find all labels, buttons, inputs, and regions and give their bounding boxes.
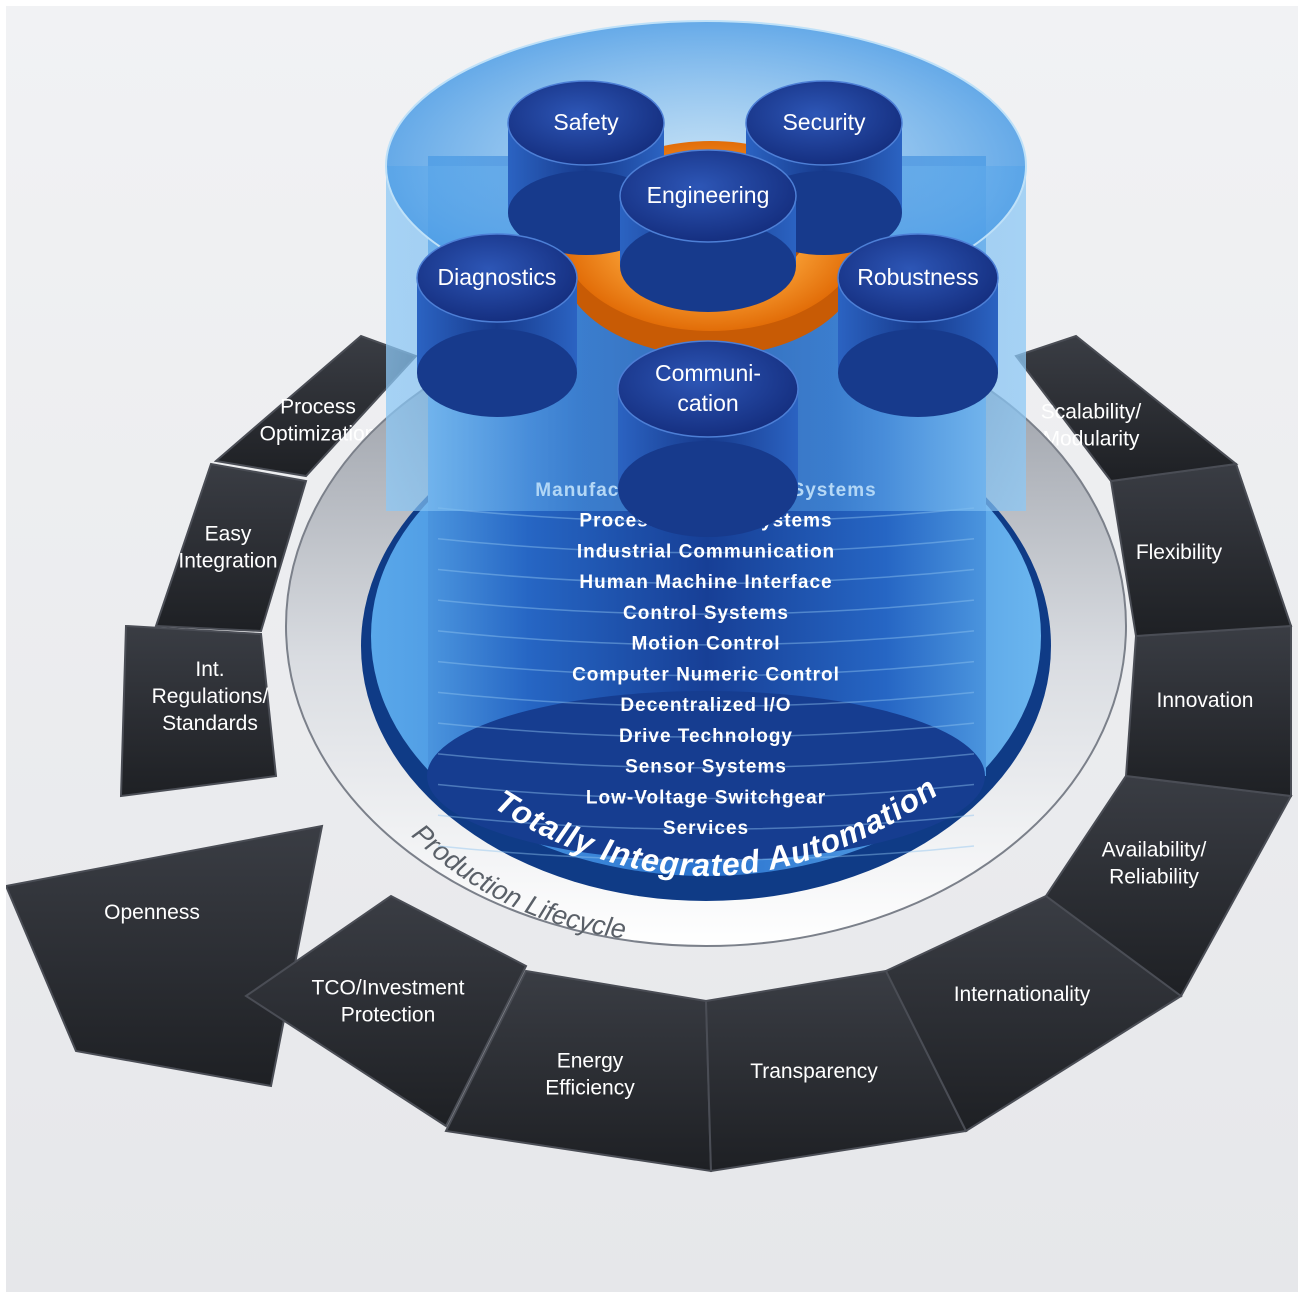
segment-label: Scalability/Modularity	[1041, 401, 1142, 451]
segment-label-line: Process	[280, 396, 356, 419]
segment-tile	[244, 894, 528, 1128]
pillar-label: Communi-cation	[655, 360, 761, 416]
segment-openness: Openness	[6, 824, 324, 1088]
layer-label: Human Machine Interface	[579, 572, 832, 593]
segment-label: Openness	[104, 901, 200, 924]
pillar-label: Diagnostics	[438, 264, 557, 290]
pillar-communication: Communi-cation	[617, 340, 799, 537]
pillar-label-line: cation	[677, 390, 738, 416]
segment-label-line: Scalability/	[1041, 401, 1142, 424]
layer-label: Sensor Systems	[625, 757, 787, 778]
segment-label-line: Energy	[557, 1050, 624, 1073]
layer-divider	[437, 599, 975, 615]
pillar-label-line: Safety	[553, 109, 619, 135]
layer-label: Control Systems	[623, 603, 789, 624]
layer-label: Motion Control	[631, 634, 780, 655]
layer-label: Computer Numeric Control	[572, 664, 840, 685]
segment-label-line: Regulations/	[152, 685, 269, 708]
pillar-base	[620, 220, 796, 312]
layer-label: Drive Technology	[619, 726, 793, 747]
segment-label: Int. Regulations/Standards	[152, 658, 269, 735]
segment-label-line: Efficiency	[545, 1077, 635, 1100]
layer-divider	[437, 691, 975, 708]
pillar-label: Security	[782, 109, 866, 135]
layer-divider	[437, 568, 975, 585]
segment-label-line: Easy	[205, 523, 252, 546]
pillar-top	[507, 80, 665, 166]
segment-label-line: Modularity	[1043, 428, 1140, 451]
pillar-top	[619, 149, 797, 243]
segment-label: Transparency	[750, 1060, 878, 1083]
layer-divider	[437, 814, 975, 831]
layer-divider	[437, 783, 975, 800]
pillar-top	[745, 80, 903, 166]
segment-label: Availability/Reliability	[1102, 839, 1207, 889]
segment-label-line: Transparency	[750, 1060, 878, 1083]
pillar-label: Robustness	[857, 264, 978, 290]
pillar-top	[837, 233, 999, 323]
pillar-label-line: Diagnostics	[438, 264, 557, 290]
segment-label-line: Innovation	[1157, 689, 1254, 712]
pillar-diagnostics: Diagnostics	[416, 233, 578, 417]
segment-internationality: Internationality	[884, 894, 1183, 1133]
segment-tile	[154, 462, 308, 633]
segment-label: Internationality	[954, 983, 1091, 1006]
layer-label: Services	[663, 818, 749, 839]
layer-divider	[437, 753, 975, 769]
layer-divider	[437, 722, 975, 738]
layer-divider	[437, 660, 975, 677]
segment-transparency: Transparency	[704, 969, 968, 1173]
pillar-label-line: Communi-	[655, 360, 761, 386]
segment-tile	[119, 624, 278, 798]
segment-label-line: Openness	[104, 901, 200, 924]
layer-label: Low-Voltage Switchgear	[586, 787, 826, 808]
segment-label-line: Protection	[341, 1004, 436, 1027]
layer-divider	[437, 537, 975, 554]
layer-label: Industrial Communication	[577, 541, 835, 562]
segment-label-line: Internationality	[954, 983, 1091, 1006]
layer-divider	[437, 630, 975, 646]
pillar-label: Safety	[553, 109, 619, 135]
segment-label: Flexibility	[1136, 541, 1223, 564]
segment-tile	[6, 824, 324, 1088]
pillar-base	[618, 441, 798, 537]
pillar-robustness: Robustness	[837, 233, 999, 417]
pillar-label-line: Engineering	[647, 182, 770, 208]
segment-label-line: TCO/Investment	[312, 977, 465, 1000]
segment-label-line: Availability/	[1102, 839, 1207, 862]
segment-label-line: Integration	[178, 550, 277, 573]
pillar-engineering: Engineering	[619, 149, 797, 312]
segment-label-line: Flexibility	[1136, 541, 1223, 564]
pillar-base	[417, 329, 577, 417]
pillar-top	[416, 233, 578, 323]
segment-label-line: Optimization	[260, 423, 377, 446]
layer-divider	[437, 845, 975, 861]
pillar-top	[617, 340, 799, 438]
segment-label-line: Reliability	[1109, 866, 1199, 889]
pillar-label: Engineering	[647, 182, 770, 208]
segment-label-line: Standards	[162, 712, 258, 735]
segment-label-line: Int.	[195, 658, 224, 681]
segment-innovation: Innovation	[1124, 624, 1292, 798]
pillar-label-line: Robustness	[857, 264, 978, 290]
segment-int-regulations-standards: Int. Regulations/Standards	[119, 624, 278, 798]
pillar-label-line: Security	[782, 109, 866, 135]
segment-flexibility: Flexibility	[1109, 462, 1293, 638]
layer-label: Decentralized I/O	[620, 695, 791, 716]
segment-label: Innovation	[1157, 689, 1254, 712]
pillar-base	[838, 329, 998, 417]
